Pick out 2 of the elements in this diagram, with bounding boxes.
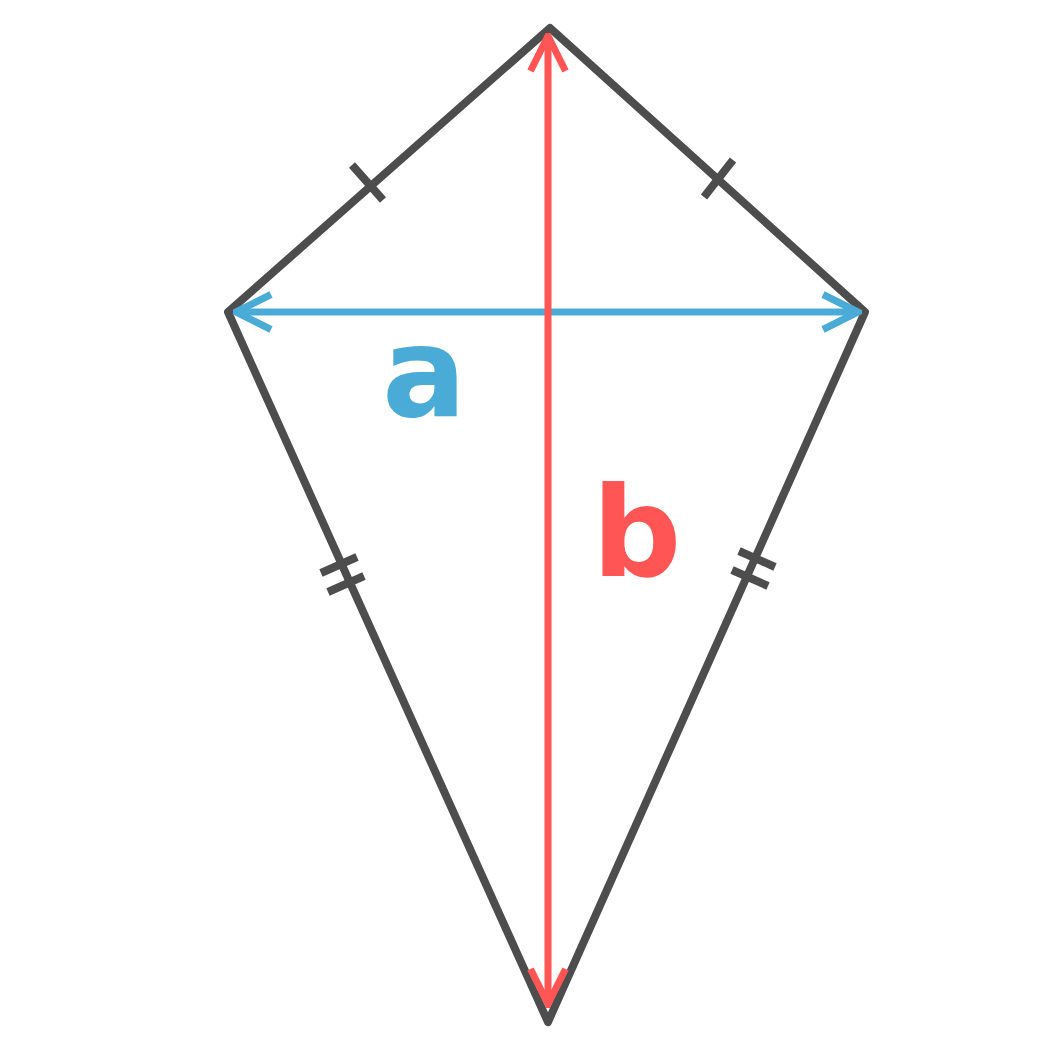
dimension-label: a [382,310,467,435]
dimension-label: b [592,470,682,595]
